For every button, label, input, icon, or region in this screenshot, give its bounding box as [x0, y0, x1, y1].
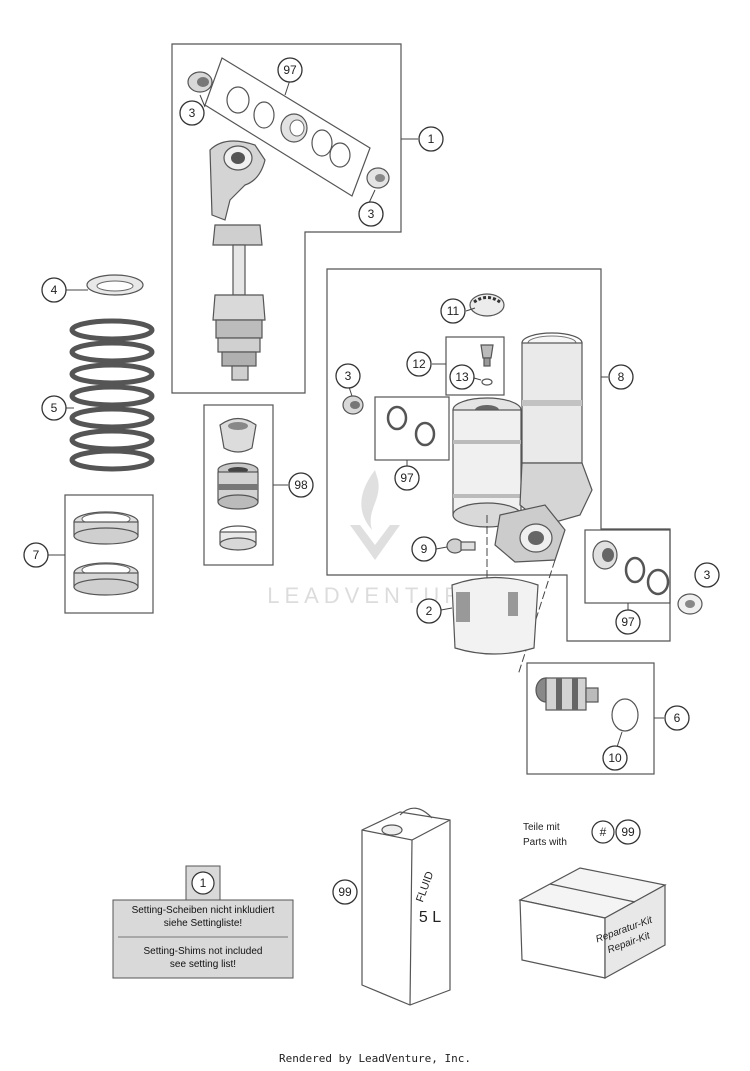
valve-part	[480, 344, 494, 386]
note-en-line1: Setting-Shims not included	[144, 946, 263, 957]
damper-body	[519, 332, 593, 526]
frame-group-1	[171, 43, 402, 394]
svg-text:11: 11	[447, 304, 460, 318]
watermark: LEADVENTURE	[267, 470, 485, 608]
fluid-can: FLUID 5 L	[361, 807, 451, 1006]
callout-3: 3	[358, 201, 384, 227]
frame-group-7	[64, 494, 154, 614]
callout-3: 3	[179, 100, 205, 126]
shim-rings	[624, 556, 670, 596]
callout-2: 2	[416, 598, 442, 624]
svg-text:97: 97	[283, 63, 297, 77]
svg-text:3: 3	[189, 106, 196, 120]
frame-kit-97-top	[204, 57, 371, 197]
svg-text:1: 1	[428, 132, 435, 146]
lock-ring	[73, 562, 139, 596]
svg-text:3: 3	[704, 568, 711, 582]
hash-symbol: #	[600, 825, 607, 839]
svg-text:97: 97	[400, 471, 414, 485]
svg-text:9: 9	[421, 542, 428, 556]
callout-5: 5	[41, 395, 67, 421]
callout-1: 1	[418, 126, 444, 152]
callout-3: 3	[335, 363, 361, 389]
callout-4: 4	[41, 277, 67, 303]
callout-99: 99	[615, 819, 641, 845]
footer-credit: Rendered by LeadVenture, Inc.	[278, 1052, 472, 1065]
piston-rod-assembly	[209, 140, 266, 381]
callout-98: 98	[288, 472, 314, 498]
svg-text:10: 10	[608, 751, 622, 765]
bushing	[219, 525, 257, 551]
note-en-line2: see setting list!	[170, 959, 236, 970]
seal-part	[187, 71, 213, 93]
svg-text:12: 12	[412, 357, 426, 371]
spring-5	[69, 318, 155, 472]
shim-rings	[226, 86, 351, 168]
svg-text:5: 5	[51, 401, 58, 415]
spring-retainer-4	[86, 274, 144, 296]
svg-text:4: 4	[51, 283, 58, 297]
svg-text:7: 7	[33, 548, 40, 562]
bearing-part	[592, 540, 618, 570]
clevis-eye	[494, 504, 566, 563]
can-volume-label: 5 L	[419, 909, 441, 926]
callout-12: 12	[406, 351, 432, 377]
callout-13: 13	[449, 364, 475, 390]
repair-kit-box: Reparatur-Kit Repair-Kit	[518, 867, 667, 980]
callout-6: 6	[664, 705, 690, 731]
seal-part	[677, 593, 703, 615]
frame-kit-97-mid	[374, 396, 450, 461]
callout-8: 8	[608, 364, 634, 390]
svg-text:2: 2	[426, 604, 433, 618]
callout-97: 97	[615, 609, 641, 635]
svg-text:6: 6	[674, 711, 681, 725]
reservoir-body	[452, 397, 522, 528]
seal-head	[217, 462, 259, 510]
svg-text:13: 13	[455, 370, 469, 384]
svg-text:98: 98	[294, 478, 308, 492]
callout-11: 11	[440, 298, 466, 324]
reservoir-cap	[469, 293, 505, 317]
callout-99: 99	[332, 879, 358, 905]
callout-97: 97	[394, 465, 420, 491]
bolt-part	[446, 538, 476, 554]
label-sleeve	[451, 576, 539, 655]
bump-stop	[219, 417, 257, 453]
shim-rings	[386, 405, 436, 447]
adjuster-valve	[535, 677, 639, 732]
callout-3: 3	[694, 562, 720, 588]
note-de-line1: Setting-Scheiben nicht inkludiert	[132, 905, 275, 916]
seal-part	[342, 395, 364, 415]
note-callout-1: 1	[200, 876, 207, 890]
callout-9: 9	[411, 536, 437, 562]
svg-text:99: 99	[621, 825, 635, 839]
note-de-line2: siehe Settingliste!	[164, 918, 242, 929]
svg-text:3: 3	[368, 207, 375, 221]
svg-text:8: 8	[618, 370, 625, 384]
seal-part	[366, 167, 390, 189]
svg-text:99: 99	[338, 885, 352, 899]
frame-group-12	[445, 336, 505, 396]
setting-shims-note: 1 Setting-Scheiben nicht inkludiert sieh…	[112, 865, 294, 979]
callout-7: 7	[23, 542, 49, 568]
svg-text:97: 97	[621, 615, 635, 629]
watermark-text: LEADVENTURE	[267, 583, 485, 608]
teile-mit-label: Teile mit	[523, 822, 560, 833]
parts-with-label: Parts with	[523, 837, 567, 848]
frame-group-8	[326, 268, 671, 642]
svg-text:3: 3	[345, 369, 352, 383]
repair-kit-legend: Teile mit Parts with #	[523, 820, 615, 848]
adjuster-ring	[73, 511, 139, 545]
callout-10: 10	[602, 745, 628, 771]
callout-97: 97	[277, 57, 303, 83]
